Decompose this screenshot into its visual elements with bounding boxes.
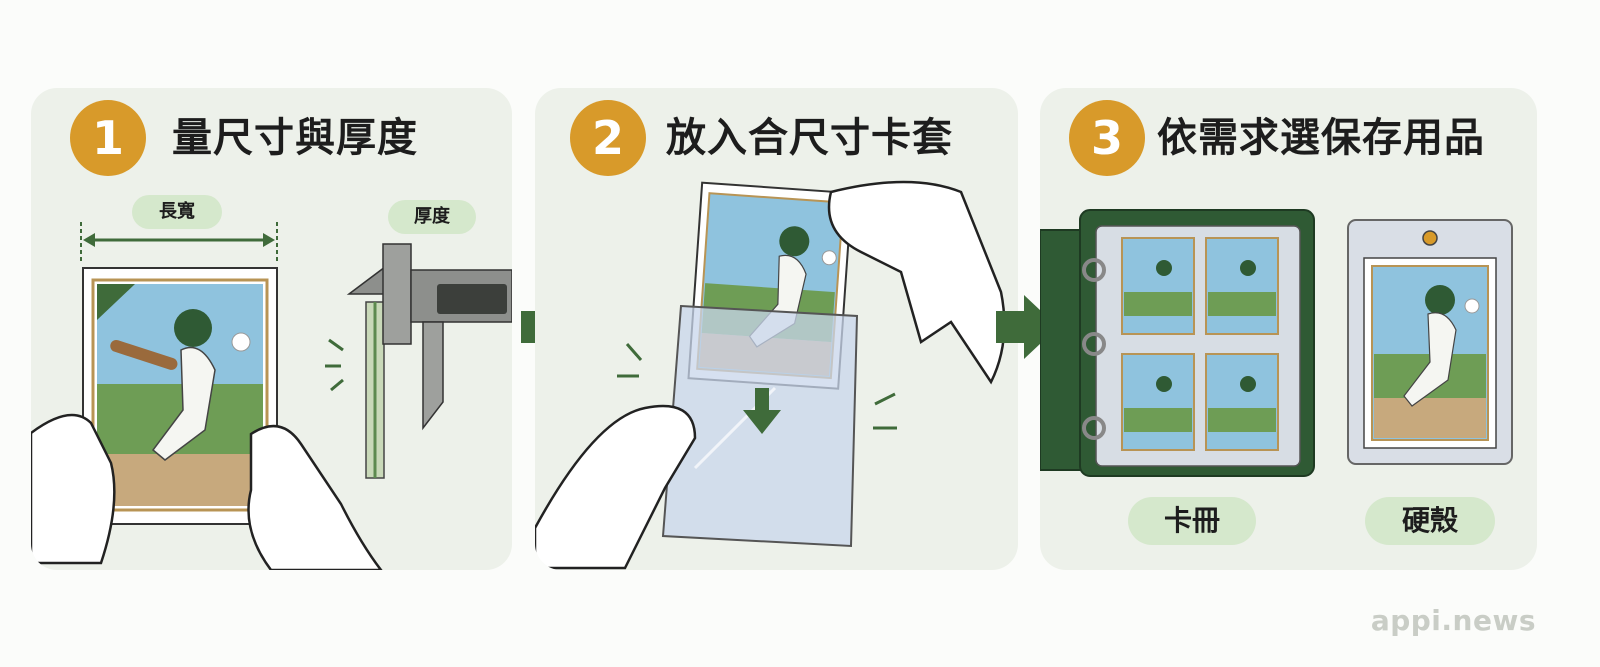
step-1-panel: 1 量尺寸與厚度 長寬 厚度 xyxy=(31,88,512,570)
card-binder xyxy=(1040,209,1315,477)
storage-illustration xyxy=(1040,209,1513,477)
step-2-number-badge: 2 xyxy=(570,100,646,176)
hard-case-label: 硬殼 xyxy=(1365,497,1495,545)
hard-case xyxy=(1347,219,1513,465)
step-2-panel: 2 放入合尺寸卡套 xyxy=(535,88,1018,570)
step-3-title: 依需求選保存用品 xyxy=(1157,115,1485,161)
step-3-number-badge: 3 xyxy=(1069,100,1145,176)
step-1-number-badge: 1 xyxy=(70,100,146,176)
size-label: 長寬 xyxy=(132,195,222,229)
next-arrow-icon xyxy=(996,295,1058,359)
measure-illustration xyxy=(31,222,512,570)
binder-label: 卡冊 xyxy=(1128,497,1256,545)
baseball-card xyxy=(82,267,278,525)
thickness-label: 厚度 xyxy=(388,200,476,234)
step-1-title: 量尺寸與厚度 xyxy=(172,115,418,161)
step-2-title: 放入合尺寸卡套 xyxy=(666,115,953,161)
watermark: appi.news xyxy=(1370,604,1536,637)
sleeve-illustration xyxy=(535,180,1006,570)
step-3-panel: 3 依需求選保存用品 卡冊 硬殼 xyxy=(1040,88,1537,570)
